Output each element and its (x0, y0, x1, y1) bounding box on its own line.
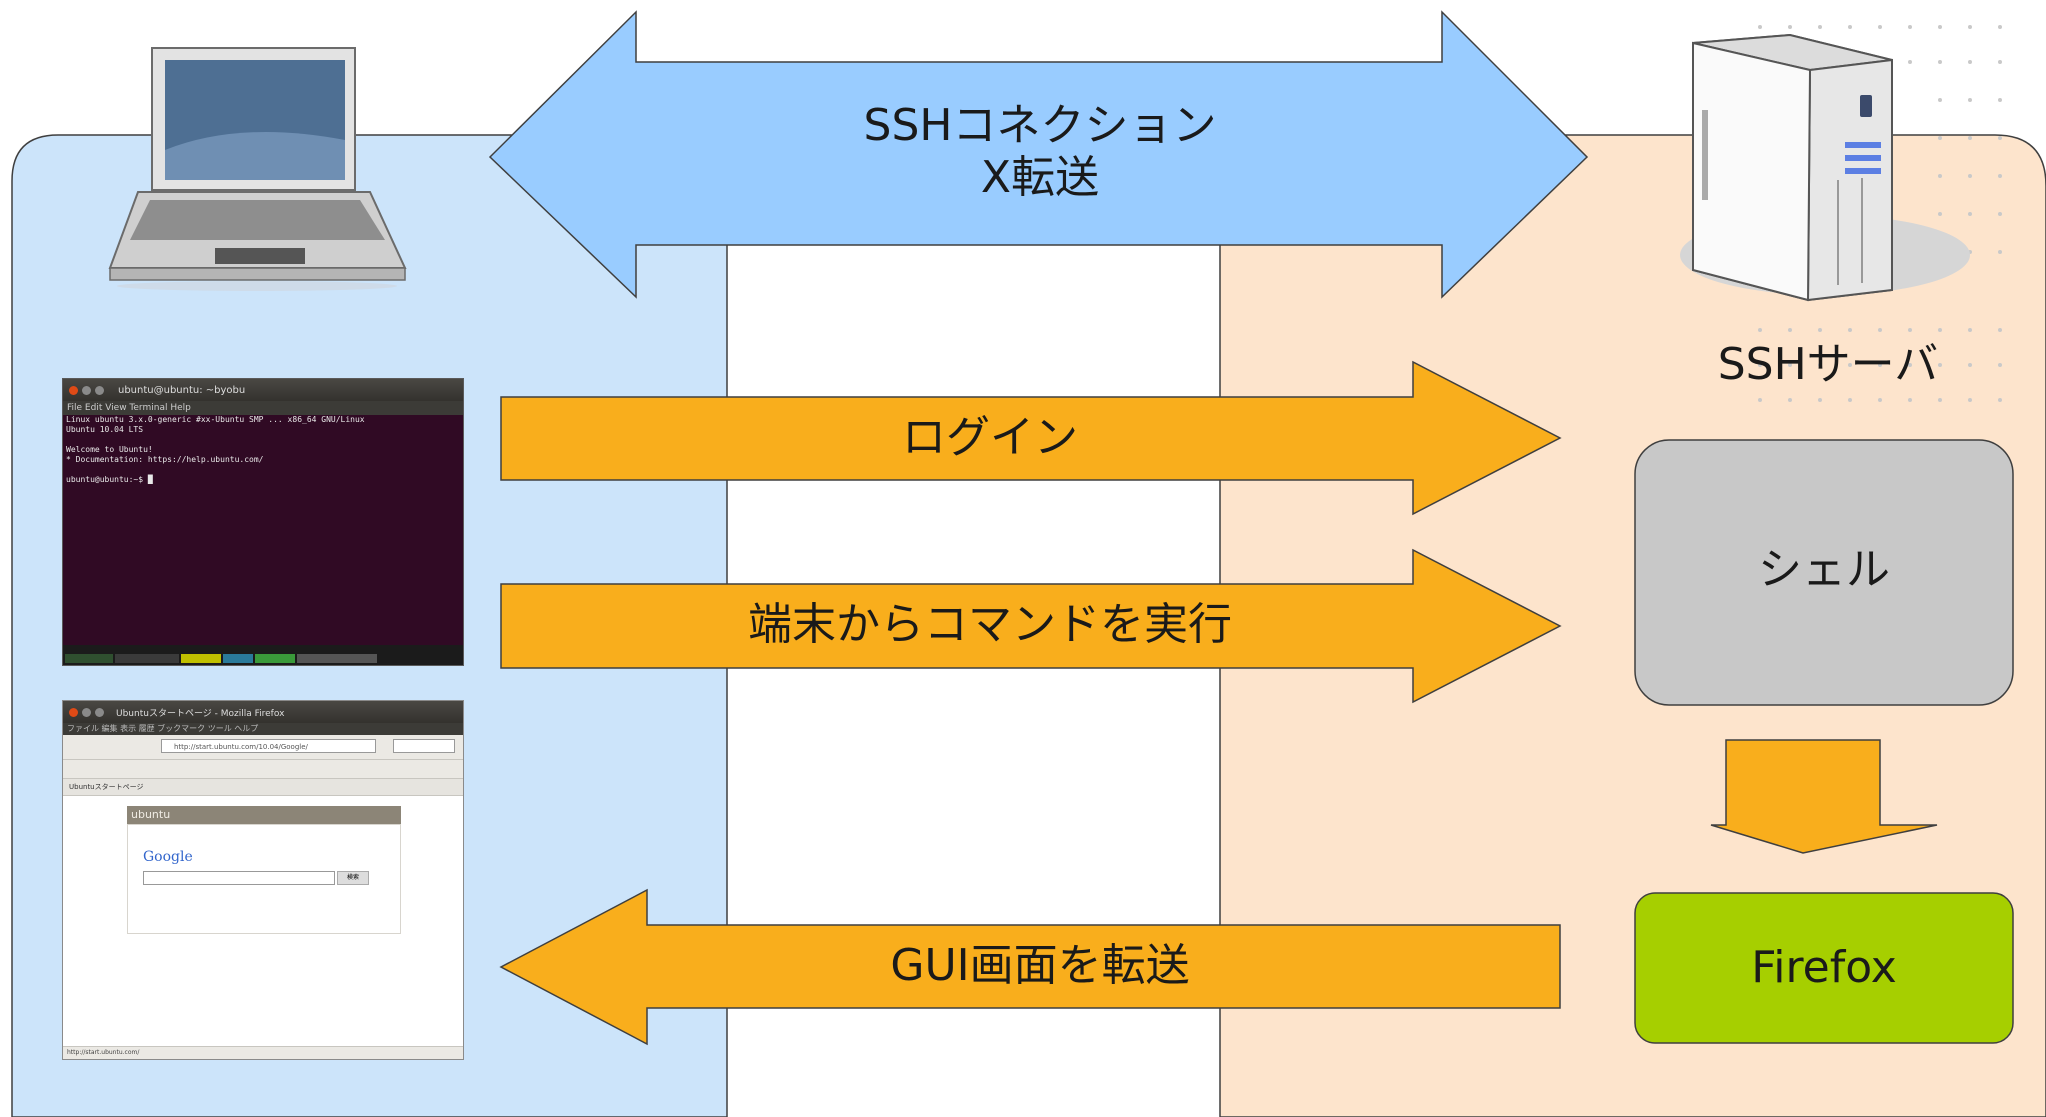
terminal-line: * Documentation: https://help.ubuntu.com… (66, 455, 264, 464)
login-arrow (500, 360, 1562, 516)
shell-label: シェル (1758, 544, 1890, 595)
terminal-title: ubuntu@ubuntu: ~byobu (118, 384, 246, 396)
laptop-icon (108, 47, 407, 291)
ssh-connection-line2: X転送 (980, 152, 1100, 203)
browser-search (393, 739, 455, 753)
server-label: SSHサーバ (1717, 339, 1939, 390)
ubuntu-header: ubuntu (127, 806, 401, 824)
gui-transfer-arrow (499, 888, 1561, 1046)
terminal-line: Ubuntu 10.04 LTS (66, 425, 144, 434)
terminal-output: Linux ubuntu 3.x.0-generic #xx-Ubuntu SM… (63, 415, 463, 485)
shell-box (1634, 439, 2014, 706)
terminal-menu: File Edit View Terminal Help (63, 401, 463, 415)
browser-menu: ファイル 編集 表示 履歴 ブックマーク ツール ヘルプ (63, 723, 463, 735)
browser-url: http://start.ubuntu.com/10.04/Google/ (161, 739, 376, 753)
google-logo: Google (143, 849, 193, 865)
browser-navbar: http://start.ubuntu.com/10.04/Google/ (63, 735, 463, 760)
ssh-connection-arrow (488, 10, 1589, 299)
command-arrow (500, 548, 1562, 704)
firefox-box (1634, 892, 2014, 1044)
terminal-line: Welcome to Ubuntu! (66, 445, 153, 454)
ssh-connection-line1: SSHコネクション (863, 100, 1217, 151)
terminal-screenshot: ubuntu@ubuntu: ~byobu File Edit View Ter… (62, 378, 464, 666)
google-search-field (143, 871, 335, 885)
terminal-statusbar (63, 645, 463, 665)
browser-screenshot: Ubuntuスタートページ - Mozilla Firefox ファイル 編集 … (62, 700, 464, 1060)
terminal-line (63, 435, 463, 445)
minimize-icon (82, 385, 91, 395)
google-search-button: 検索 (337, 871, 369, 885)
gui-transfer-label: GUI画面を転送 (890, 940, 1190, 991)
dot-pattern (1758, 25, 2002, 402)
ubuntu-panel (127, 824, 401, 934)
maximize-icon (95, 385, 104, 395)
browser-toolbar (63, 760, 463, 779)
terminal-line: Linux ubuntu 3.x.0-generic #xx-Ubuntu SM… (66, 415, 365, 424)
terminal-line (63, 465, 463, 475)
server-tower-icon (1680, 33, 1970, 302)
browser-tab: Ubuntuスタートページ (63, 779, 463, 796)
browser-titlebar: Ubuntuスタートページ - Mozilla Firefox (63, 701, 463, 723)
command-label: 端末からコマンドを実行 (748, 599, 1232, 650)
ssh-connection-label: SSHコネクション X転送 (790, 100, 1290, 204)
terminal-titlebar: ubuntu@ubuntu: ~byobu (63, 379, 463, 401)
firefox-label: Firefox (1751, 942, 1897, 993)
browser-title: Ubuntuスタートページ - Mozilla Firefox (116, 708, 285, 719)
terminal-line: ubuntu@ubuntu:~$ █ (66, 475, 153, 484)
minimize-icon (82, 707, 91, 717)
login-label: ログイン (902, 412, 1078, 463)
shell-to-firefox-arrow (1710, 739, 1938, 854)
close-icon (69, 707, 78, 717)
browser-statusbar: http://start.ubuntu.com/ (63, 1046, 463, 1059)
maximize-icon (95, 707, 104, 717)
close-icon (69, 385, 78, 395)
